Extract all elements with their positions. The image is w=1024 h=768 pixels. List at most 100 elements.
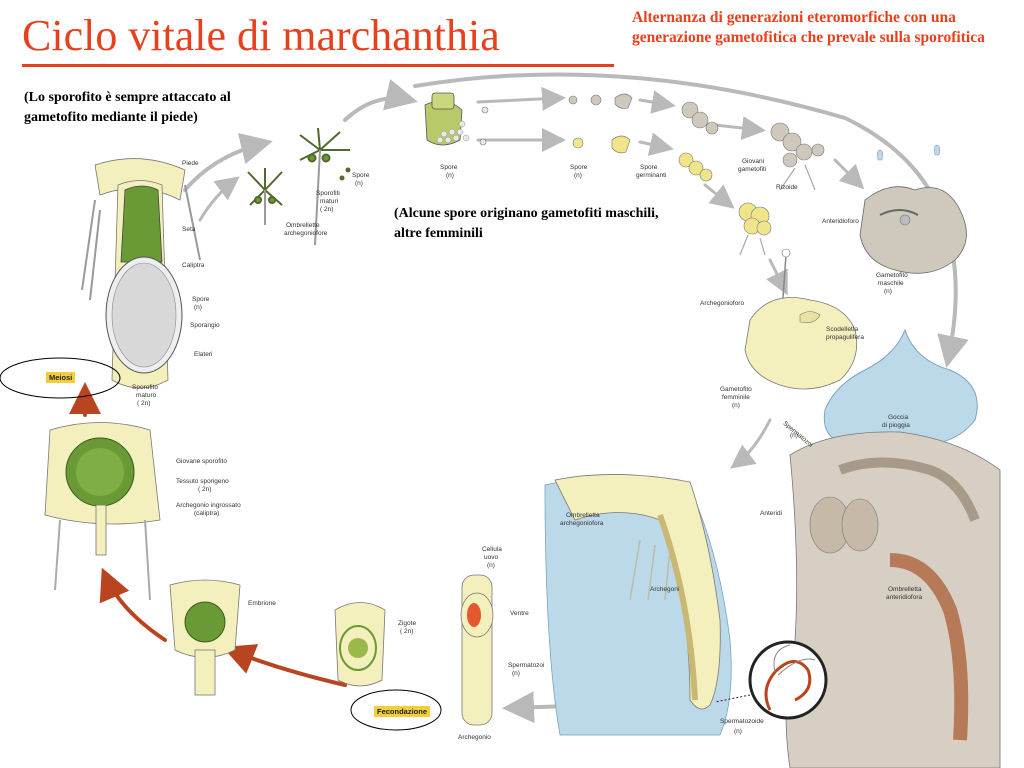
label-ventre: Ventre — [510, 610, 529, 617]
cycle-arrows — [69, 72, 969, 724]
label-sporofiti-maturi-2: maturi — [320, 198, 339, 205]
label-gametofito-femminile-3: (n) — [732, 402, 740, 409]
young-sporophyte-illustration — [44, 422, 161, 601]
label-ombrellette: Ombrellette — [286, 222, 320, 229]
note-sporophyte: (Lo sporofito è sempre attaccato al game… — [24, 90, 231, 125]
meiosi-oval — [0, 357, 121, 399]
label-spermatozoide-n: (n) — [734, 728, 742, 735]
subtitle: Alternanza di generazioni eteromorfiche … — [632, 9, 985, 46]
arrow-umbrellas-to-spores — [343, 79, 418, 122]
male-gametophyte-illustration — [859, 144, 967, 274]
label-spore-c2-n: (n) — [574, 172, 582, 179]
label-elateri: Elateri — [194, 351, 213, 358]
label-rizoide: Rizoide — [776, 184, 798, 191]
label-tessuto: Tessuto sporigeno — [176, 478, 229, 485]
label-sporofiti-maturi-1: Sporofiti — [316, 190, 340, 197]
label-sporofito-maturo-1: Sporofito — [132, 384, 159, 391]
label-spore-left: Spore — [192, 296, 210, 303]
label-gametofito-maschile-2: maschile — [878, 280, 904, 287]
label-sporofito-maturo-2: maturo — [136, 392, 157, 399]
label-giovane-sporofito: Giovane sporofito — [176, 458, 227, 465]
page-title: Ciclo vitale di marchanthia — [22, 11, 500, 60]
label-seta: Seta — [182, 226, 196, 233]
label-spore-left-n: (n) — [194, 304, 202, 311]
label-scodelletta-2: propagulifera — [826, 334, 864, 341]
label-spore-top: Spore — [352, 172, 370, 179]
label-spore-c-n: (n) — [446, 172, 454, 179]
label-goccia-2: di pioggia — [882, 422, 910, 429]
umbrella-large — [299, 127, 351, 246]
label-giovani-gametofiti-2: gametofiti — [738, 166, 767, 173]
label-gametofito-maschile-1: Gametofito — [876, 272, 908, 279]
label-ombrelletta-ant-2: anteridiofora — [886, 594, 923, 601]
arrow-to-female-thallus — [766, 258, 788, 296]
label-anteridioforo: Anteridioforo — [822, 218, 859, 225]
label-sporofito-maturo-3: ( 2n) — [137, 400, 151, 407]
label-cellula-uovo-1: Cellula — [482, 546, 502, 553]
label-spore-germinanti-1: Spore — [640, 164, 658, 171]
arrow-fertilization — [222, 644, 347, 687]
label-archegonioforo: Archegonioforo — [700, 300, 745, 307]
label-anteridi: Anteridi — [760, 510, 783, 517]
arrow-spores-row1 — [476, 86, 566, 111]
label-scodelletta-1: Scodelletta — [826, 326, 859, 333]
label-archegonio: Archegonio — [458, 734, 491, 741]
label-zigote-2n: ( 2n) — [400, 628, 414, 635]
arrow-female-to-water — [730, 418, 772, 469]
label-archegonio-ingrossato: Archegonio ingrossato — [176, 502, 241, 509]
label-spore-c: Spore — [440, 164, 458, 171]
label-spore-c2: Spore — [570, 164, 588, 171]
meiosi-badge: Meiosi — [46, 372, 76, 383]
label-ombrellette-2: archegoniofore — [284, 230, 328, 237]
label-ombrelletta-arch-1: Ombrelletta — [566, 512, 600, 519]
label-ombrelletta-arch-2: archegoniofora — [560, 520, 604, 527]
label-spermatozoi-n: (n) — [512, 670, 520, 677]
label-spore-germinanti-2: germinanti — [636, 172, 667, 179]
label-spermatozoi-drop-n: (n) — [790, 432, 798, 439]
archegoniophore-umbrellas-illustration — [247, 127, 351, 246]
spore-capsule-illustration — [424, 92, 489, 146]
label-ombrelletta-ant-1: Ombrelletta — [888, 586, 922, 593]
label-archegoni: Archegoni — [650, 586, 680, 593]
label-goccia-1: Goccia — [888, 414, 909, 421]
note-spores: (Alcune spore originano gametofiti masch… — [394, 206, 659, 241]
label-sporofiti-maturi-3: ( 2n) — [320, 206, 334, 213]
embryo-illustration — [169, 579, 241, 696]
fecondazione-oval — [350, 689, 442, 731]
zygote-illustration — [334, 602, 386, 687]
arrow-to-young-male — [638, 90, 676, 114]
fecondazione-badge: Fecondazione — [374, 706, 431, 717]
label-spore-top-n: (n) — [355, 180, 363, 187]
label-spermatozoide: Spermatozoide — [720, 718, 764, 725]
young-gametophytes-illustration — [678, 101, 825, 256]
arrow-young-female-down — [703, 183, 735, 209]
spermatozoid-closeup-illustration — [714, 640, 828, 720]
label-zigote: Zigote — [398, 620, 417, 627]
arrow-young-to-rhizoid — [713, 116, 766, 140]
rain-drop-section-illustration — [785, 328, 1001, 768]
label-sporangio: Sporangio — [190, 322, 220, 329]
archegoniophore-section-illustration — [544, 474, 732, 736]
label-gametofito-maschile-3: (n) — [884, 288, 892, 295]
label-cellula-uovo-2: uovo — [484, 554, 499, 561]
germinating-spores-illustration — [568, 93, 633, 154]
arrow-mature-to-umbrellas — [198, 176, 240, 222]
label-gametofito-femminile-1: Gametofito — [720, 386, 752, 393]
label-piede: Piede — [182, 160, 199, 167]
arrow-to-young-female — [638, 132, 674, 156]
archegonium-illustration — [460, 574, 494, 726]
umbrella-small — [247, 168, 283, 225]
label-gametofito-femminile-2: femminile — [722, 394, 750, 401]
title-underline — [22, 64, 614, 67]
label-cellula-uovo-3: (n) — [487, 562, 495, 569]
arrow-embryo-to-young-sporophyte — [99, 567, 167, 642]
label-embrione: Embrione — [248, 600, 276, 607]
female-gametophyte-illustration — [744, 248, 858, 390]
label-giovani-gametofiti-1: Giovani — [742, 158, 765, 165]
arrow-sporophyte-to-umbrellas — [183, 133, 273, 192]
arrow-to-male-thallus — [833, 158, 865, 190]
label-caliptra: Caliptra — [182, 262, 205, 269]
mature-sporophyte-illustration — [81, 158, 201, 389]
